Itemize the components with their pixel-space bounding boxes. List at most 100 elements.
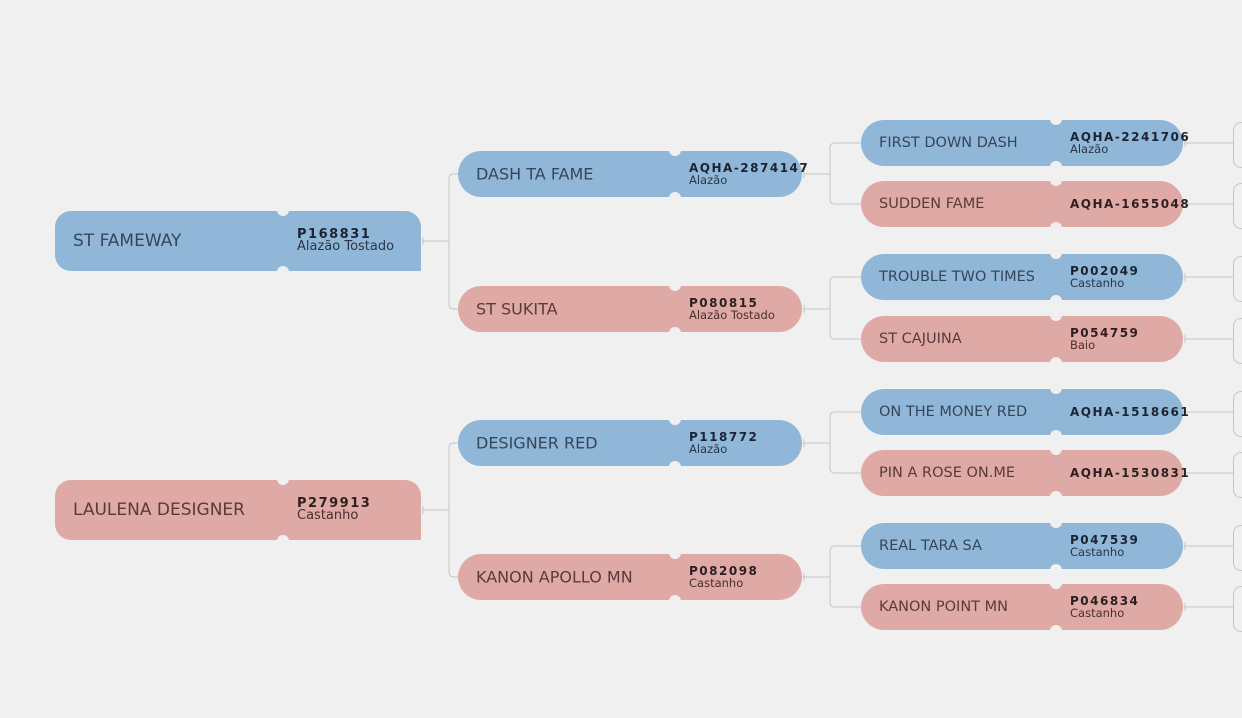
card-notch (1050, 625, 1062, 637)
horse-name: DASH TA FAME (476, 164, 594, 184)
card-notch (277, 266, 289, 278)
connector-dam-sire-branch (829, 411, 861, 474)
card-notch (277, 204, 289, 216)
horse-info: AQHA-1655048 (1070, 198, 1190, 210)
connector-sire-branch (448, 173, 458, 310)
registration-number: AQHA-1655048 (1070, 197, 1191, 211)
horse-name: LAULENA DESIGNER (73, 500, 245, 520)
card-notch (277, 535, 289, 547)
card-notch (1050, 222, 1062, 234)
horse-name: TROUBLE TWO TIMES (879, 269, 1035, 285)
next-generation-stub[interactable] (1233, 122, 1242, 168)
card-notch (669, 279, 681, 291)
coat-color: Castanho (1070, 606, 1125, 620)
next-generation-stub[interactable] (1233, 586, 1242, 632)
horse-name: FIRST DOWN DASH (879, 135, 1018, 151)
card-notch (669, 461, 681, 473)
registration-number: P047539 (1070, 533, 1140, 547)
card-notch (669, 192, 681, 204)
coat-color: Alazão Tostado (689, 308, 775, 322)
horse-name: DESIGNER RED (476, 433, 598, 453)
horse-card-sudden-fame[interactable]: SUDDEN FAME AQHA-1655048 (861, 174, 1189, 234)
registration-number: AQHA-2241706 (1070, 130, 1191, 144)
registration-number: AQHA-1530831 (1070, 466, 1191, 480)
coat-color: Alazão (1070, 142, 1109, 156)
registration-number: AQHA-1518661 (1070, 405, 1191, 419)
card-notch (1050, 357, 1062, 369)
horse-name: ON THE MONEY RED (879, 404, 1028, 420)
registration-number: P082098 (689, 564, 759, 578)
card-notch (1050, 113, 1062, 125)
registration-number: P279913 (297, 496, 372, 511)
horse-name: PIN A ROSE ON.ME (879, 465, 1016, 481)
connector-sire-sire-branch (829, 142, 861, 205)
coat-color: Castanho (689, 576, 744, 590)
card-notch (1050, 491, 1062, 503)
registration-number: P054759 (1070, 326, 1140, 340)
card-notch (1050, 516, 1062, 528)
next-generation-stub[interactable] (1233, 452, 1242, 498)
card-notch (669, 144, 681, 156)
card-notch (669, 547, 681, 559)
connector-dam-branch (448, 442, 458, 578)
card-notch (1050, 430, 1062, 442)
card-notch (1050, 247, 1062, 259)
horse-card-on-the-money-red[interactable]: ON THE MONEY RED AQHA-1518661 (861, 382, 1189, 442)
card-notch (1050, 174, 1062, 186)
horse-name: KANON APOLLO MN (476, 567, 633, 587)
coat-color: Castanho (1070, 276, 1125, 290)
registration-number: P118772 (689, 430, 759, 444)
horse-name: SUDDEN FAME (879, 196, 985, 212)
next-generation-stub[interactable] (1233, 256, 1242, 302)
registration-number: P002049 (1070, 264, 1140, 278)
horse-name: ST SUKITA (476, 299, 558, 319)
next-generation-stub[interactable] (1233, 318, 1242, 364)
card-notch (669, 327, 681, 339)
horse-info: AQHA-1530831 (1070, 467, 1190, 479)
card-notch (277, 473, 289, 485)
registration-number: P080815 (689, 296, 759, 310)
card-notch (1050, 161, 1062, 173)
card-notch (669, 413, 681, 425)
card-notch (1050, 382, 1062, 394)
connector-dam-dam-branch (829, 545, 861, 608)
registration-number: P046834 (1070, 594, 1140, 608)
horse-name: REAL TARA SA (879, 538, 982, 554)
next-generation-stub[interactable] (1233, 391, 1242, 437)
horse-name: ST FAMEWAY (73, 231, 182, 251)
next-generation-stub[interactable] (1233, 183, 1242, 229)
card-notch (1050, 577, 1062, 589)
registration-number: AQHA-2874147 (689, 161, 810, 175)
coat-color: Castanho (1070, 545, 1125, 559)
horse-name: ST CAJUINA (879, 331, 962, 347)
horse-name: KANON POINT MN (879, 599, 1008, 615)
coat-color: Castanho (297, 508, 359, 523)
card-notch (1050, 309, 1062, 321)
card-notch (1050, 295, 1062, 307)
horse-card-pin-a-rose-on-me[interactable]: PIN A ROSE ON.ME AQHA-1530831 (861, 443, 1189, 503)
next-generation-stub[interactable] (1233, 525, 1242, 571)
